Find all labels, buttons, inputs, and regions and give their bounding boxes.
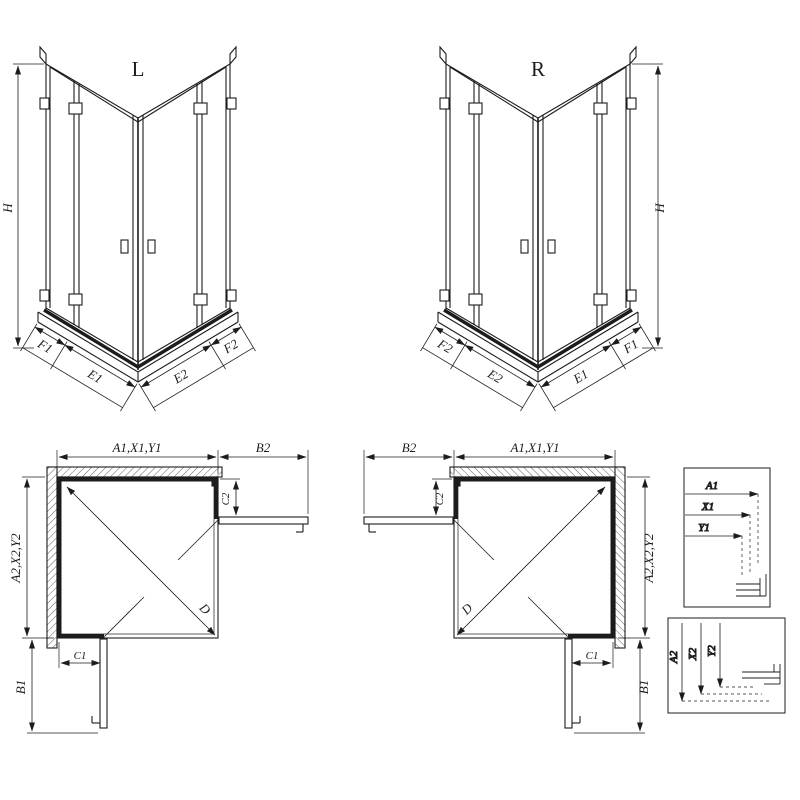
dim-label-x1: X1 [701,501,714,513]
dim-label-c2: C2 [434,492,446,505]
iso-view-left: L H F1 E1 E2 F2 [0,47,256,411]
dim-label-x2: X2 [687,647,699,661]
plan-view-left: A1,X1,Y1 B2 C2 A2,X2,Y2 C1 B1 D [8,440,308,733]
dim-label-f2: F2 [220,336,241,357]
dim-label-depth: A2,X2,Y2 [8,533,23,584]
detail-frame [683,467,771,608]
dim-label-depth: A2,X2,Y2 [641,533,656,584]
iso-view-right: R H F2 E2 E1 F1 [421,47,667,411]
dim-label-e1: E1 [570,366,591,387]
dim-label-b2: B2 [402,440,417,455]
dim-label-b1: B1 [13,680,28,694]
dim-label-e2: E2 [170,366,191,387]
view-label-right: R [531,57,545,81]
dim-label-d: D [457,600,475,618]
dim-label-f2: F2 [434,335,455,356]
profile-section-sketch [736,574,767,597]
dim-label-c2: C2 [220,492,232,505]
dim-label-y2: Y2 [706,645,718,657]
view-label-left: L [132,57,145,81]
plan-view-right: A1,X1,Y1 B2 C2 A2,X2,Y2 C1 B1 D [364,440,656,733]
detail-box-depth-dims: A2 X2 Y2 [667,617,786,714]
dim-label-y1: Y1 [698,522,710,534]
dim-label-a2: A2 [668,650,680,664]
dim-label-d: D [196,599,214,617]
dim-label-e2: E2 [484,365,505,386]
detail-frame [667,617,786,714]
plan-structure-right [364,450,650,733]
dim-label-b1: B1 [636,680,651,694]
dim-label-c1: C1 [586,650,599,662]
detail-box-width-dims: A1 X1 Y1 [683,467,771,608]
dim-label-width: A1,X1,Y1 [111,440,161,455]
dim-label-f1: F1 [620,336,641,357]
dim-label-b2: B2 [256,440,271,455]
dim-label-e1: E1 [84,365,105,386]
dim-label-h: H [0,203,15,214]
dim-label-c1: C1 [74,650,87,662]
dim-label-f1: F1 [34,335,55,356]
dim-label-a1: A1 [705,480,718,492]
profile-section-sketch [742,664,781,685]
iso-structure-left [13,47,256,411]
dim-label-width: A1,X1,Y1 [509,440,559,455]
iso-structure-right [421,47,664,411]
dim-label-h: H [652,203,667,214]
plan-structure-left [22,450,308,733]
